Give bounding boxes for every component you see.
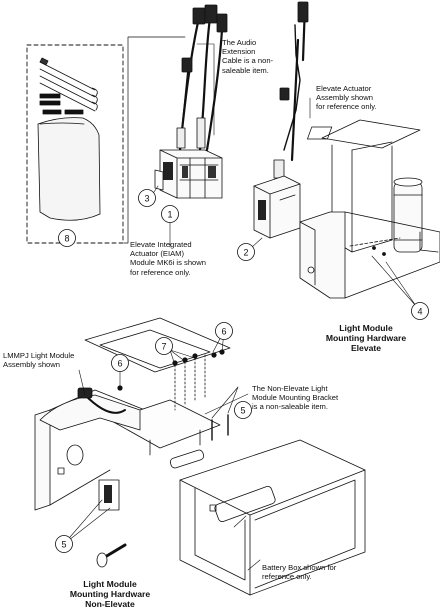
- balloon-6-left: 6: [111, 354, 129, 372]
- caption-non-elevate: Light Module Mounting Hardware Non-Eleva…: [69, 579, 151, 609]
- balloon-8: 8: [58, 229, 76, 247]
- svg-text:3: 3: [144, 194, 149, 204]
- svg-text:6: 6: [221, 327, 226, 337]
- balloon-4: 4: [411, 302, 429, 320]
- balloon-3: 3: [138, 189, 156, 207]
- balloon-5-right: 5: [234, 401, 252, 419]
- callout-battery-box: Battery Box shown for reference only.: [262, 563, 337, 582]
- cable-ties: [39, 57, 98, 112]
- eiam-module: [123, 4, 228, 244]
- balloon-6-right: 6: [215, 322, 233, 340]
- callout-lmmpj: LMMPJ Light Module Assembly shown: [3, 351, 75, 370]
- svg-text:5: 5: [240, 406, 245, 416]
- callout-elevate-actuator: Elevate Actuator Assembly shown for refe…: [316, 84, 377, 112]
- light-module-elevate: [253, 1, 309, 239]
- svg-text:8: 8: [64, 234, 69, 244]
- svg-text:2: 2: [243, 248, 248, 258]
- caption-elevate: Light Module Mounting Hardware Elevate: [325, 323, 407, 353]
- hardware-kit-bag: [26, 44, 124, 244]
- callout-eiam: Elevate Integrated Actuator (EIAM) Modul…: [130, 240, 206, 277]
- elevate-actuator-assembly: [299, 119, 440, 299]
- balloon-1: 1: [161, 205, 179, 223]
- svg-text:5: 5: [61, 540, 66, 550]
- svg-text:6: 6: [117, 359, 122, 369]
- svg-text:7: 7: [161, 342, 166, 352]
- callout-bracket: The Non-Elevate Light Module Mounting Br…: [252, 384, 339, 412]
- callout-audio-cable: The Audio Extension Cable is a non- sale…: [222, 38, 274, 75]
- balloon-5-left: 5: [55, 535, 73, 553]
- svg-text:4: 4: [417, 307, 422, 317]
- svg-text:1: 1: [167, 210, 172, 220]
- balloon-2: 2: [237, 243, 255, 261]
- balloon-7: 7: [155, 337, 173, 355]
- battery-box-frame: [34, 317, 366, 596]
